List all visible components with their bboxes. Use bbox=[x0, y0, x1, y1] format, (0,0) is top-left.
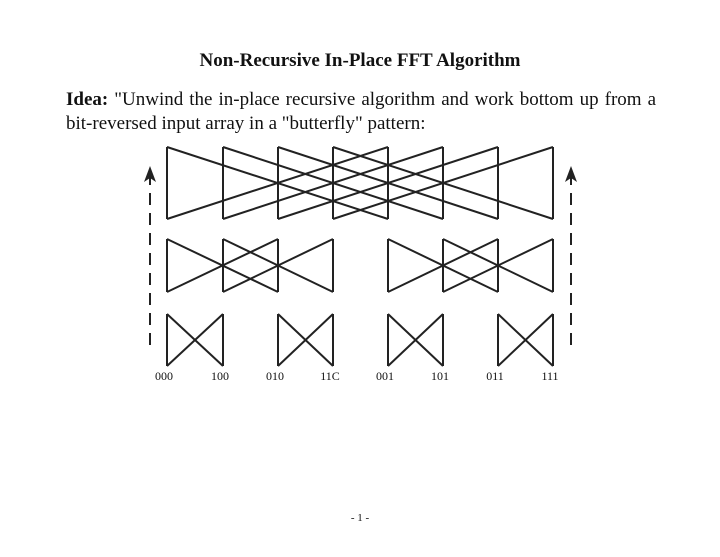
idea-text: "Unwind the in-place recursive algorithm… bbox=[66, 89, 656, 134]
butterfly-cross bbox=[277, 313, 334, 367]
idea-paragraph: Idea: "Unwind the in-place recursive alg… bbox=[66, 88, 656, 136]
butterfly-cross bbox=[332, 146, 554, 220]
stage-1-butterflies bbox=[166, 313, 554, 367]
butterfly-cross bbox=[497, 313, 554, 367]
idea-label: Idea: bbox=[66, 89, 109, 110]
input-label: 100 bbox=[211, 369, 229, 383]
butterfly-cross bbox=[387, 313, 444, 367]
input-label: 111 bbox=[541, 369, 558, 383]
input-label: 11C bbox=[320, 369, 340, 383]
input-label: 000 bbox=[155, 369, 173, 383]
butterfly-cross bbox=[222, 238, 334, 293]
right-up-arrow bbox=[565, 166, 577, 345]
butterfly-cross bbox=[277, 146, 499, 220]
input-label: 101 bbox=[431, 369, 449, 383]
input-label: 011 bbox=[486, 369, 504, 383]
left-up-arrow bbox=[144, 166, 156, 345]
butterfly-cross bbox=[442, 238, 554, 293]
page-title: Non-Recursive In-Place FFT Algorithm bbox=[199, 50, 521, 71]
page-number: - 1 - bbox=[350, 512, 370, 524]
butterfly-cross bbox=[166, 313, 224, 367]
input-label: 001 bbox=[376, 369, 394, 383]
stage-2-butterflies bbox=[166, 238, 554, 293]
stage-3-butterflies bbox=[166, 146, 554, 220]
input-label: 010 bbox=[266, 369, 284, 383]
